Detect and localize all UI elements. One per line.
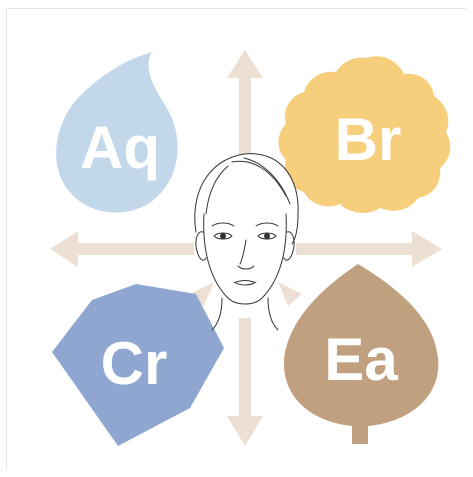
label-br: Br <box>335 106 402 173</box>
label-cr: Cr <box>101 330 168 397</box>
arrow-up-shaft <box>239 76 251 172</box>
label-ea: Ea <box>324 326 398 393</box>
arrow-down-head <box>227 416 263 446</box>
arrow-down-shaft <box>239 318 251 420</box>
arrow-diag-left <box>190 282 214 306</box>
arrow-left-shaft <box>74 243 194 255</box>
arrow-up-head <box>227 50 263 78</box>
arrow-right-shaft <box>296 243 416 255</box>
leaf-icon <box>283 264 439 444</box>
label-aq: Aq <box>80 114 160 181</box>
quadrant-ea: Ea <box>283 264 439 444</box>
quadrant-cr: Cr <box>52 284 224 446</box>
diagram-frame <box>6 8 466 470</box>
face-icon <box>194 153 299 331</box>
arrow-left-head <box>50 231 78 267</box>
arrows <box>50 50 442 446</box>
arrow-diag-right <box>278 282 302 306</box>
crystal-gem-icon <box>52 284 224 446</box>
water-drop-icon <box>56 52 178 213</box>
arrow-right-head <box>412 231 442 267</box>
scalloped-flower-icon <box>278 56 451 213</box>
quadrant-aq: Aq <box>56 52 178 213</box>
quadrant-br: Br <box>278 56 451 213</box>
